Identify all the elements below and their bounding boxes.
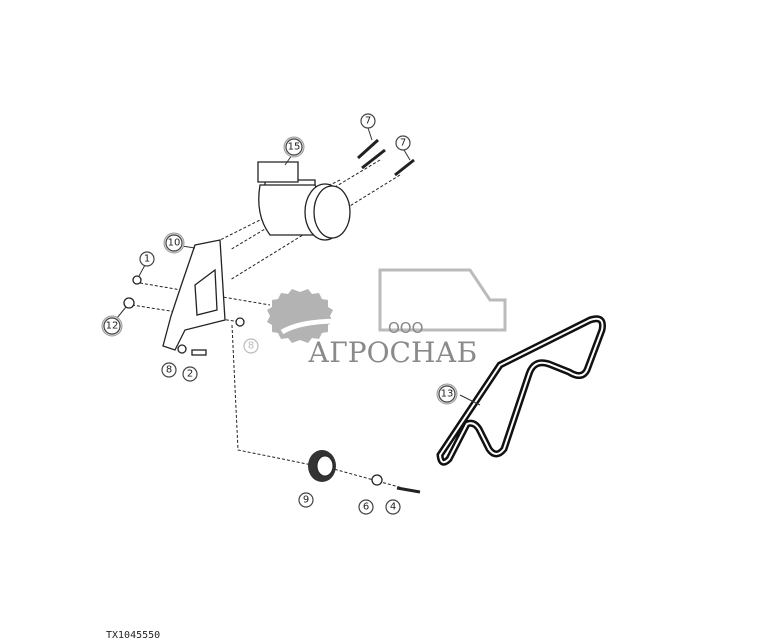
callout-4[interactable]: 4 bbox=[385, 499, 401, 515]
svg-text:8: 8 bbox=[166, 365, 172, 376]
watermark-name: АГРОСНАБ bbox=[308, 336, 477, 369]
svg-text:10: 10 bbox=[168, 238, 181, 249]
callout-8[interactable]: 8 bbox=[161, 362, 177, 378]
callout-9[interactable]: 9 bbox=[298, 492, 314, 508]
watermark-logo: ООО АГРОСНАБ bbox=[267, 268, 507, 369]
callout-1[interactable]: 1 bbox=[139, 251, 155, 267]
compressor bbox=[257, 161, 351, 241]
callout-10[interactable]: 10 bbox=[163, 232, 185, 254]
callout-13[interactable]: 13 bbox=[436, 383, 458, 405]
svg-text:6: 6 bbox=[363, 502, 369, 513]
callout-8[interactable]: 8 bbox=[243, 338, 259, 354]
svg-text:7: 7 bbox=[400, 138, 406, 149]
svg-text:1: 1 bbox=[144, 254, 150, 265]
svg-text:2: 2 bbox=[187, 369, 193, 380]
svg-text:8: 8 bbox=[248, 341, 254, 352]
callout-6[interactable]: 6 bbox=[358, 499, 374, 515]
watermark-prefix: ООО bbox=[388, 319, 423, 337]
idler-pulley bbox=[308, 450, 336, 482]
svg-text:7: 7 bbox=[365, 116, 371, 127]
svg-text:4: 4 bbox=[390, 502, 396, 513]
callout-7[interactable]: 7 bbox=[360, 113, 376, 129]
svg-text:12: 12 bbox=[106, 321, 119, 332]
svg-text:9: 9 bbox=[303, 495, 309, 506]
callout-2[interactable]: 2 bbox=[182, 366, 198, 382]
callout-12[interactable]: 12 bbox=[101, 315, 123, 337]
figure-caption: TX1045550 bbox=[106, 630, 161, 641]
svg-text:13: 13 bbox=[441, 389, 454, 400]
mounting-bracket bbox=[162, 239, 226, 351]
svg-text:15: 15 bbox=[288, 142, 301, 153]
callout-7[interactable]: 7 bbox=[395, 135, 411, 151]
callout-15[interactable]: 15 bbox=[283, 136, 305, 158]
bolt bbox=[361, 148, 386, 170]
